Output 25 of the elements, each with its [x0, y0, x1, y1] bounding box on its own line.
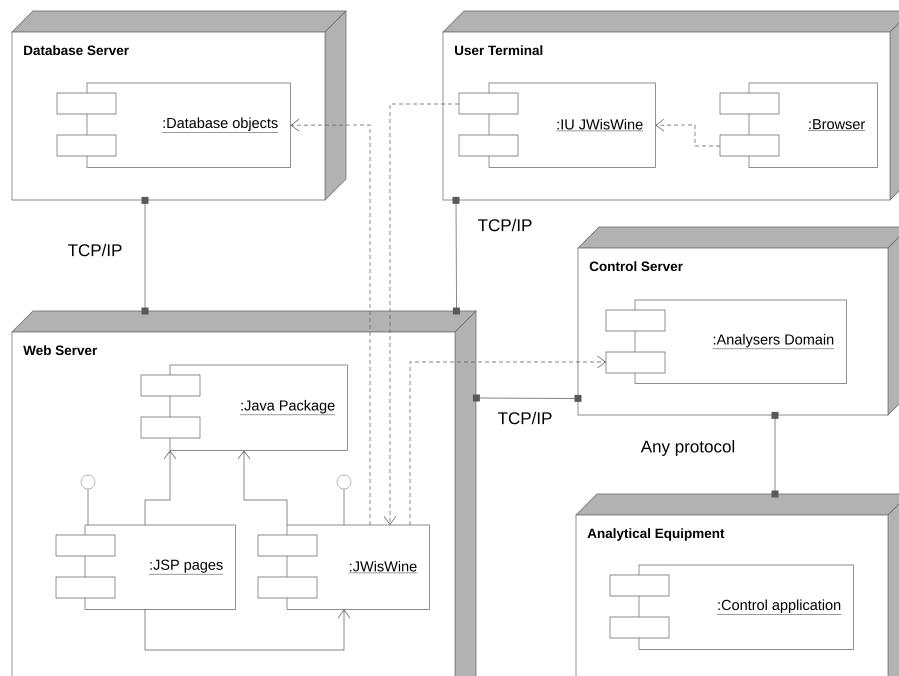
arrow — [144, 450, 176, 526]
dependency-arrow — [655, 118, 720, 146]
connector-line — [452, 196, 460, 314]
component-box: :Analysers Domain — [606, 300, 847, 384]
component-box: :Browser — [720, 82, 878, 168]
interface-circle — [336, 474, 352, 490]
connector-line — [142, 196, 148, 314]
component-box: :Java Package — [140, 364, 348, 451]
edge-label: TCP/IP — [498, 412, 552, 424]
interface-circle — [80, 474, 96, 490]
arrow — [144, 609, 350, 650]
edge-label: TCP/IP — [478, 218, 532, 232]
component-box: :JWisWine — [258, 524, 430, 610]
component-box: :Database objects — [56, 82, 291, 168]
arrow — [238, 450, 288, 526]
connector-line — [472, 394, 582, 402]
dependency-arrow — [384, 104, 460, 525]
edge-label: TCP/IP — [68, 244, 122, 256]
edge-label: Any protocol — [640, 440, 734, 456]
component-box: :IU JWisWine — [458, 82, 656, 168]
connector-line — [772, 412, 778, 498]
dependency-arrow — [410, 356, 606, 526]
component-box: :JSP pages — [56, 524, 236, 610]
component-box: :Control application — [610, 564, 854, 650]
dependency-arrow — [290, 118, 370, 526]
